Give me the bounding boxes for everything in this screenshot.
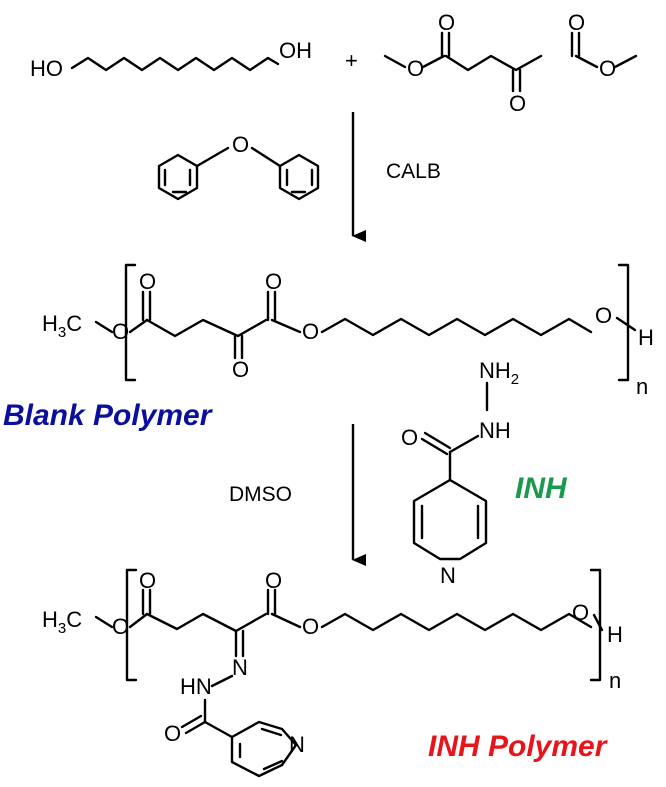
repeat-n: n bbox=[609, 668, 621, 693]
hydroxyl-label-right: OH bbox=[279, 38, 312, 63]
ether-oxygen: O bbox=[232, 132, 249, 157]
ester-oxygen-left: O bbox=[407, 56, 424, 81]
ester-oxygen-right: O bbox=[599, 56, 616, 81]
amide-oxygen: O bbox=[401, 425, 418, 450]
ester-oxygen-2: O bbox=[302, 319, 319, 344]
terminal-h: H bbox=[638, 325, 654, 350]
blank-polymer-label: Blank Polymer bbox=[3, 399, 214, 432]
terminal-h: H bbox=[607, 622, 623, 647]
inh-label: INH bbox=[515, 472, 568, 505]
plus-sign: + bbox=[345, 48, 358, 73]
hydrazone-hn: HN bbox=[180, 674, 212, 699]
carbonyl-oxygen-2: O bbox=[265, 568, 282, 593]
carbonyl-oxygen-1: O bbox=[139, 269, 156, 294]
amide-oxygen: O bbox=[164, 721, 181, 746]
imine-nitrogen: N bbox=[232, 655, 248, 680]
pyridine-nitrogen: N bbox=[440, 563, 456, 588]
catalyst-label: CALB bbox=[386, 160, 441, 183]
terminal-oxygen: O bbox=[572, 600, 589, 625]
carbonyl-oxygen-2: O bbox=[568, 10, 585, 35]
isoniazid-structure: NH2 NH O N bbox=[401, 358, 519, 588]
octanediol-structure: HO OH bbox=[30, 38, 312, 81]
methyl-h: H3C bbox=[42, 607, 82, 637]
diphenyl-ether-structure: O bbox=[157, 132, 320, 201]
terminal-oxygen: O bbox=[595, 303, 612, 328]
dimethyl-oxoglutarate-structure: O O O O O bbox=[383, 10, 638, 116]
ester-oxygen-2: O bbox=[302, 614, 319, 639]
hydrazide-nh2: NH2 bbox=[479, 358, 519, 388]
inh-polymer-label: INH Polymer bbox=[428, 730, 609, 763]
ester-oxygen: O bbox=[112, 614, 129, 639]
pyridine-nitrogen: N bbox=[289, 732, 305, 757]
carbonyl-oxygen-1: O bbox=[139, 568, 156, 593]
inh-polymer-structure: H3C O O N HN O N O O O H n bbox=[42, 568, 623, 778]
carbonyl-oxygen-2: O bbox=[265, 269, 282, 294]
solvent-label: DMSO bbox=[229, 483, 292, 506]
hydroxyl-label-left: HO bbox=[30, 56, 63, 81]
carbonyl-oxygen-1: O bbox=[438, 10, 455, 35]
blank-polymer-structure: H3C O O O O O O H n bbox=[42, 263, 654, 399]
methyl-h: H3C bbox=[42, 311, 82, 341]
repeat-n: n bbox=[636, 374, 648, 399]
keto-oxygen: O bbox=[509, 91, 526, 116]
keto-oxygen: O bbox=[232, 357, 249, 382]
hydrazide-nh: NH bbox=[479, 418, 511, 443]
